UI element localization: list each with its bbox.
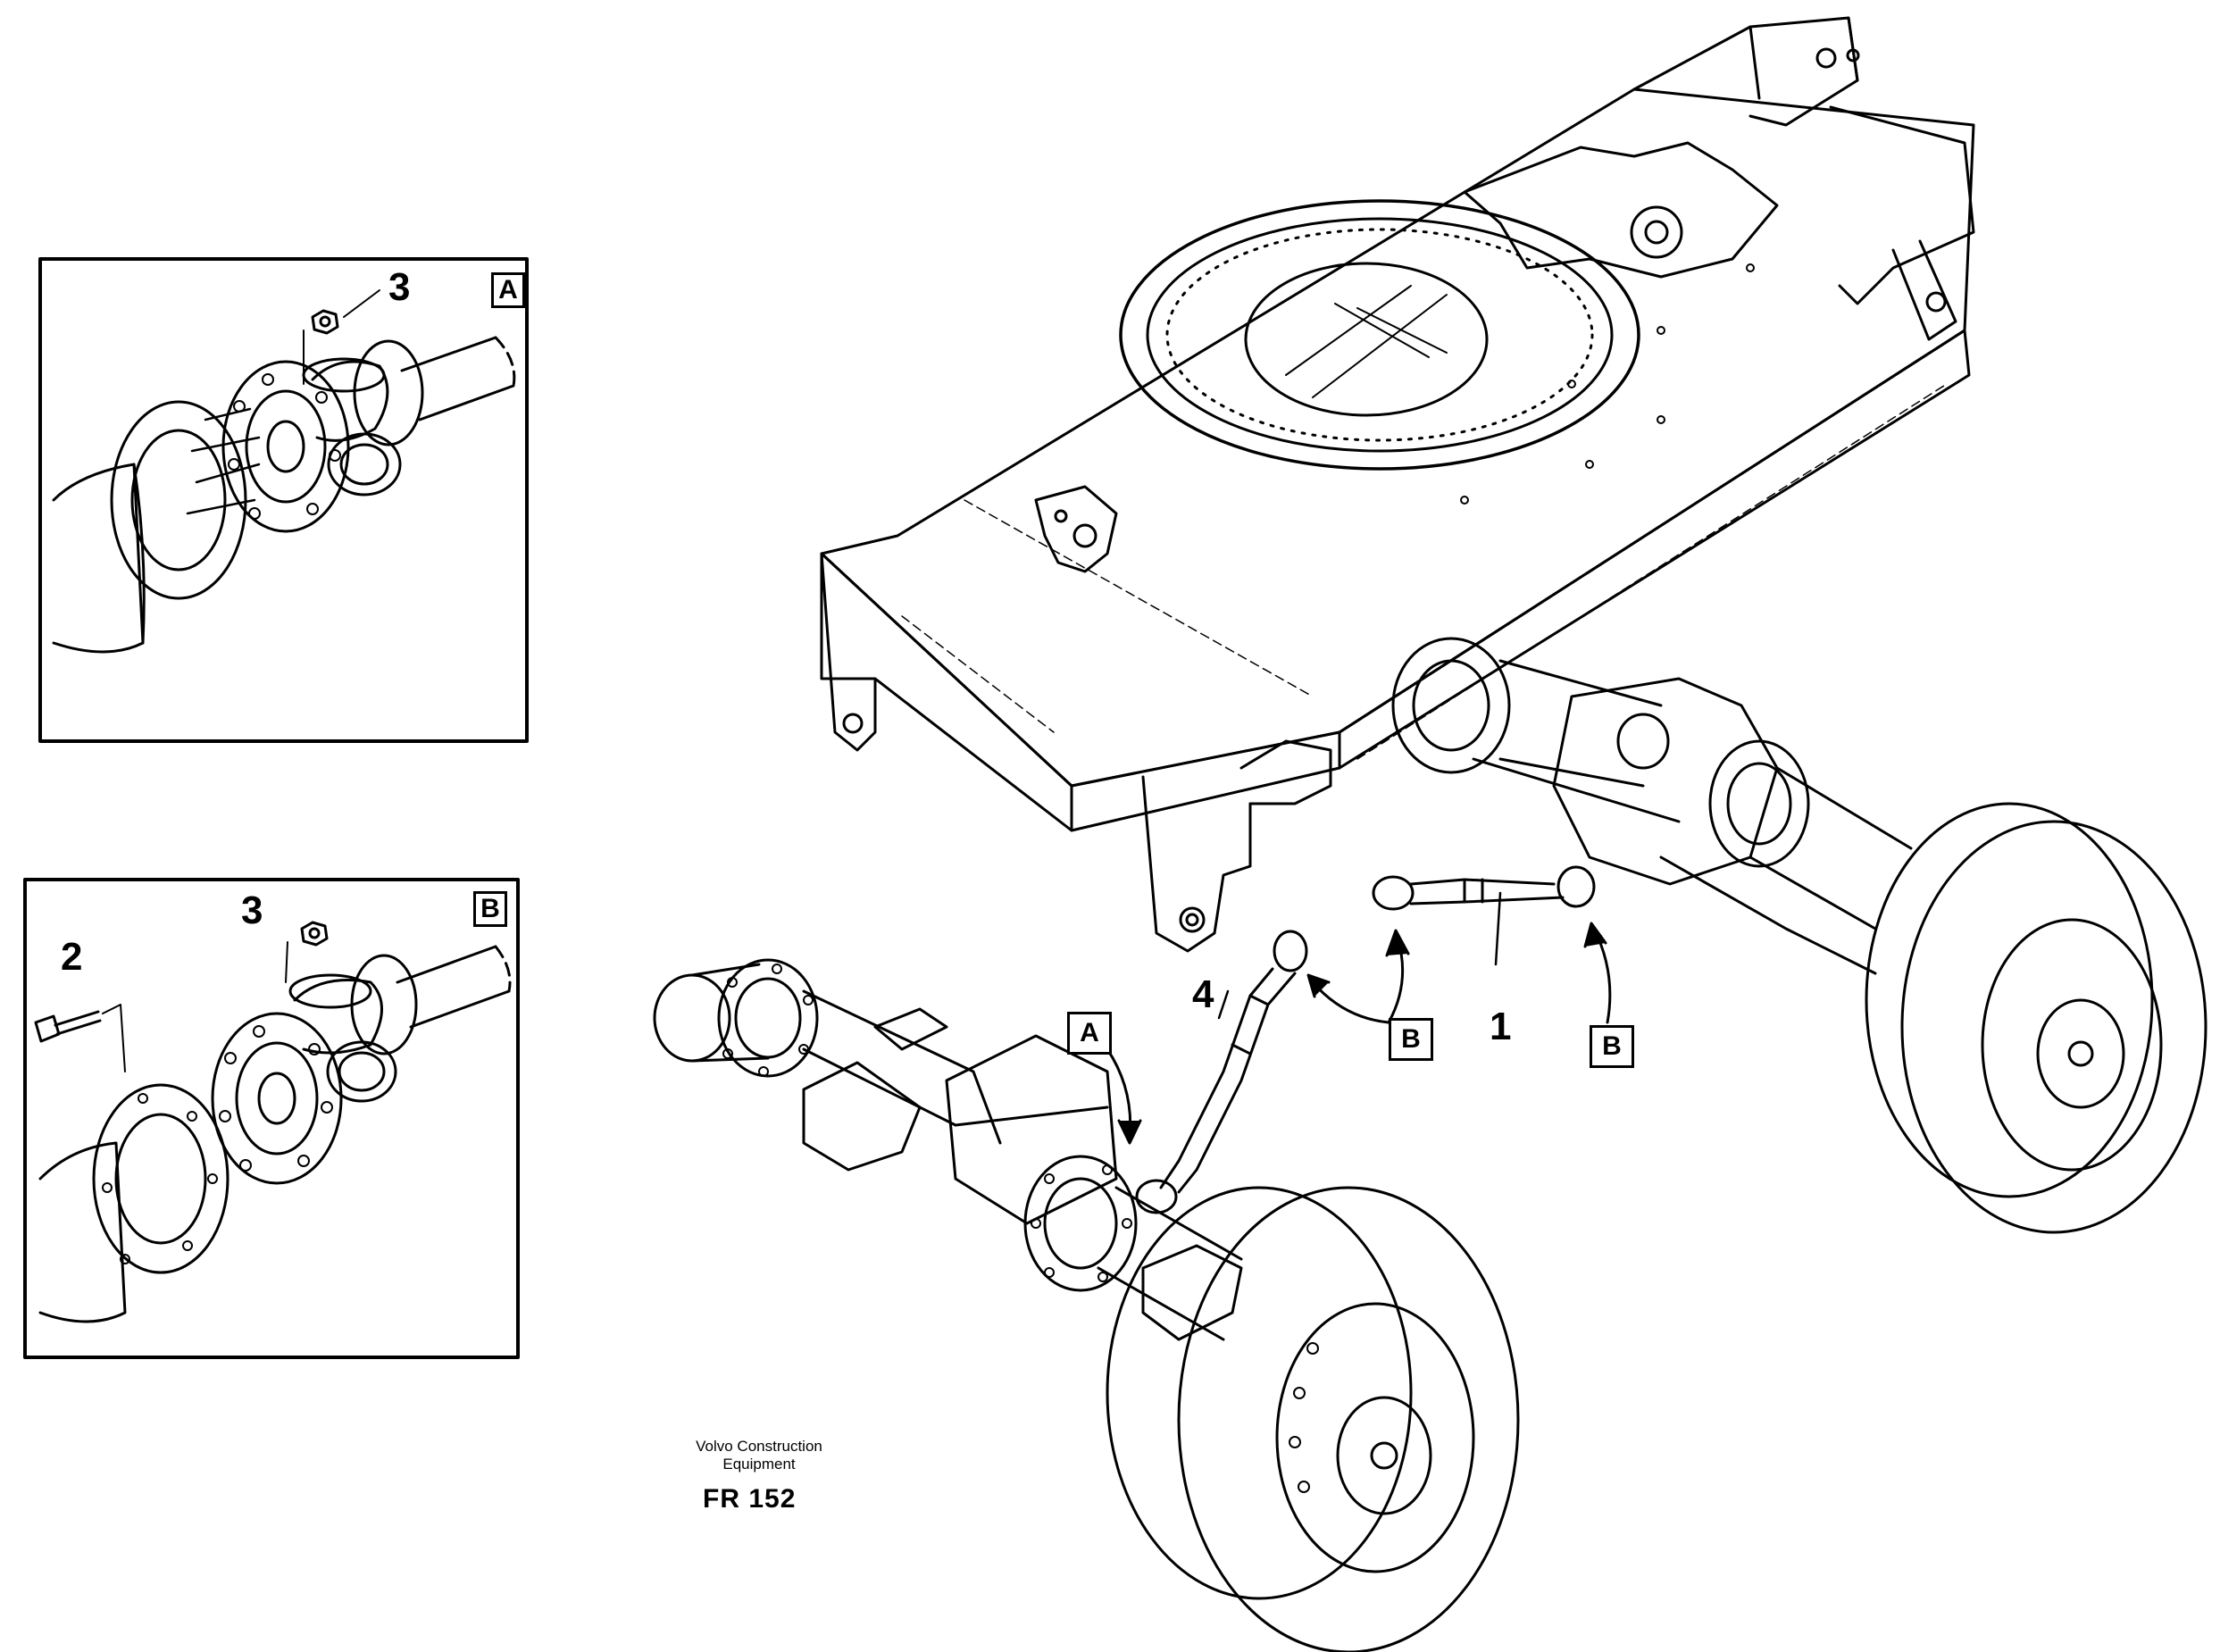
- leader-lines: [1217, 891, 1502, 1020]
- inset-a-nut-callout: 3: [388, 265, 411, 309]
- brand-text: Volvo Construction Equipment: [661, 1438, 857, 1473]
- main-frame: [820, 16, 1975, 953]
- inset-b-nut-callout: 3: [241, 889, 263, 932]
- drive-shaft-4: [1135, 930, 1308, 1214]
- brand-line-2: Equipment: [722, 1456, 796, 1473]
- ref-b-right-box-label: B: [1590, 1025, 1634, 1068]
- inset-b-box-label: B: [473, 891, 507, 927]
- brand-line-1: Volvo Construction: [696, 1438, 822, 1455]
- shaft-1-callout: 1: [1490, 1005, 1512, 1048]
- arrow-a: [1106, 1047, 1142, 1145]
- inset-b-shaft-assembly: [34, 921, 512, 1323]
- inset-b-frame: [23, 878, 520, 1359]
- ref-b-left-box-label: B: [1389, 1018, 1433, 1061]
- inset-a-shaft-assembly: [52, 289, 516, 654]
- ref-a-box-label: A: [1067, 1012, 1112, 1055]
- right-axle-assembly: [1391, 637, 2207, 1234]
- inset-a-frame: [38, 257, 529, 743]
- drive-shaft-1: [1372, 865, 1596, 911]
- inset-a-box-label: A: [491, 272, 525, 308]
- shaft-4-callout: 4: [1192, 972, 1214, 1016]
- arrow-b-right: [1583, 922, 1612, 1024]
- left-axle-assembly: [653, 958, 1520, 1652]
- arrow-b-middle: [1306, 973, 1390, 1024]
- arrow-b-left: [1385, 929, 1410, 1024]
- inset-b-bolt-callout: 2: [61, 935, 83, 979]
- figure-code: FR 152: [703, 1484, 797, 1514]
